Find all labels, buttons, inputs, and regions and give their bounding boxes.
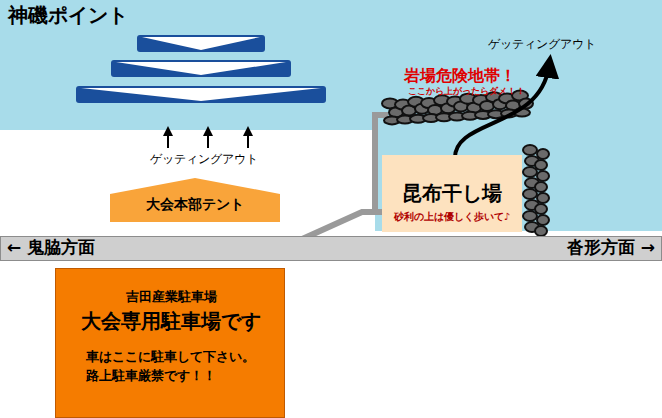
rock-danger-zone — [382, 91, 549, 236]
node-text: 砂利の上は優しく歩いて♪ — [394, 211, 510, 223]
parking-lot: 吉田産業駐車場大会専用駐車場です車はここに駐車して下さい。路上駐車厳禁です！！ — [55, 268, 285, 418]
node-text: 大会専用駐車場です — [81, 309, 261, 333]
node-text: ← 鬼脇方面 — [7, 237, 95, 257]
node-text: 昆布干し場 — [402, 181, 502, 205]
map-label: 岩場危険地帯！ — [404, 66, 516, 85]
map-label: ここから上がったらダメ！！ — [408, 86, 525, 97]
point-bars — [76, 35, 326, 103]
node-text: 車はここに駐車して下さい。 — [86, 349, 255, 365]
node-text: 大会本部テント — [146, 196, 244, 213]
node-text: 沓形方面 → — [567, 237, 655, 257]
map-label: ゲッティングアウト — [488, 37, 596, 51]
road-band: ← 鬼脇方面 沓形方面 → — [0, 236, 662, 261]
sea-region: 神磯ポイント — [0, 0, 662, 130]
access-path — [300, 115, 388, 240]
node-text: 神磯ポイント — [8, 3, 128, 27]
kelp-drying-area: 昆布干し場砂利の上は優しく歩いて♪ — [382, 155, 522, 232]
up-arrows — [168, 131, 248, 148]
node-text: 路上駐車厳禁です！！ — [86, 368, 216, 384]
node-text: 吉田産業駐車場 — [126, 289, 217, 305]
map-label: ゲッティングアウト — [150, 152, 258, 166]
sea-area — [0, 0, 662, 231]
tent-pentagon: 大会本部テント — [110, 178, 280, 222]
